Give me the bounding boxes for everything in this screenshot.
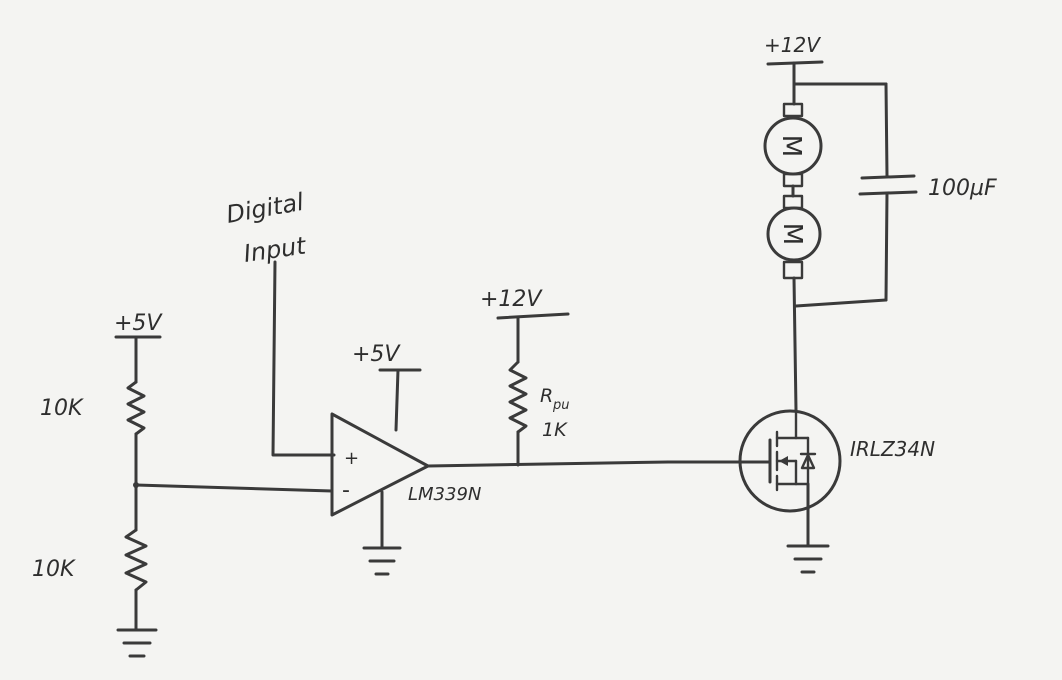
resistor-top-label: 10K [40,396,84,421]
resistor-bottom-10k: 10K [32,528,148,592]
comparator-lm339n: + - LM339N [330,412,481,517]
divider-midpoint-wire [134,483,334,493]
supply-5v-comparator: +5V [352,342,422,432]
motor-to-drain-wire [792,276,798,412]
motor-top: M [763,102,823,188]
divider-junction-dot [133,482,139,488]
cap-left-lead [884,82,889,178]
supply-12v-motor: +12V [764,33,824,106]
digital-input-label-line1: Digital [224,188,306,229]
mosfet-irlz34n: IRLZ34N [738,408,935,513]
pullup-value-label: 1K [542,419,568,441]
output-to-gate-wire [426,460,670,468]
supply-5v-divider-label: +5V [114,311,163,336]
resistor-top-10k: 10K [40,380,146,436]
supply-5v-comparator-label: +5V [352,342,401,367]
motor-bottom-symbol: M [777,223,807,245]
comparator-minus-label: - [342,478,350,503]
cap-return-wire [794,298,888,308]
pullup-name-subscript: pu [552,398,570,413]
motor-top-symbol: M [776,135,806,157]
ground-mosfet-icon [786,482,830,574]
mosfet-part-label: IRLZ34N [850,437,935,461]
comparator-part-label: LM339N [408,484,481,505]
supply-12v-motor-label: +12V [764,33,821,57]
pullup-name-label: R [540,385,553,407]
supply-12v-pullup: +12V [480,287,570,364]
capacitor-value-label: 100µF [928,176,997,201]
supply-5v-divider: +5V [114,311,163,384]
digital-input: Digital Input [224,188,336,457]
cap-bottom-lead [884,191,889,302]
resistor-bottom-label: 10K [32,557,76,582]
resistor-pullup-1k: R pu 1K [508,360,570,467]
ground-divider-icon [116,588,158,658]
capacitor-100uf: 100µF [858,174,997,201]
ground-comparator-icon [362,490,402,576]
comparator-plus-label: + [344,448,359,469]
supply-12v-pullup-label: +12V [480,287,543,312]
comparator-triangle [330,412,430,517]
motor-bottom: M [766,194,822,280]
